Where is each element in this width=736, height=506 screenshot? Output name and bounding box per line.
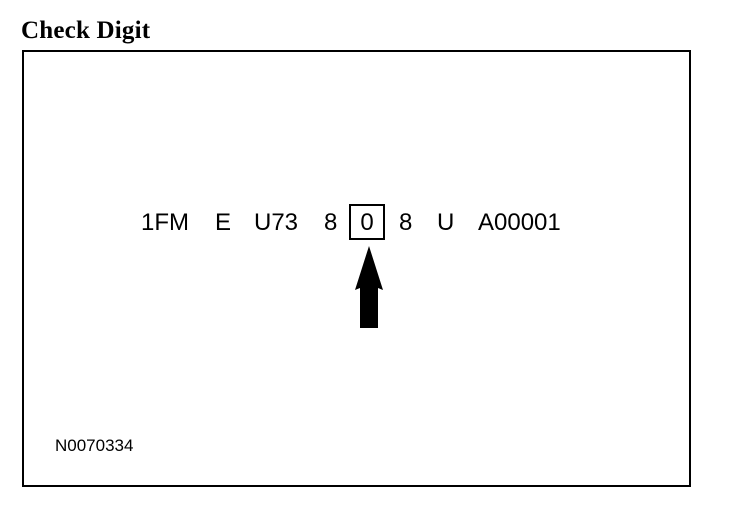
vin-segment-model: U73 xyxy=(254,209,299,236)
pointer-arrow-icon xyxy=(355,246,383,328)
page-title: Check Digit xyxy=(21,17,151,44)
vin-segment-model-year: 8 xyxy=(399,209,413,236)
vin-segment-restraint: E xyxy=(215,209,232,236)
check-digit-box: 0 xyxy=(349,204,385,240)
check-digit-value: 0 xyxy=(360,209,374,236)
vin-segment-wmi: 1FM xyxy=(141,209,189,236)
vin-segment-engine: 8 xyxy=(324,209,338,236)
vin-segment-serial: A00001 xyxy=(478,209,561,236)
figure-id: N0070334 xyxy=(55,436,134,455)
diagram-frame xyxy=(22,50,691,487)
vin-segment-plant: U xyxy=(437,209,455,236)
